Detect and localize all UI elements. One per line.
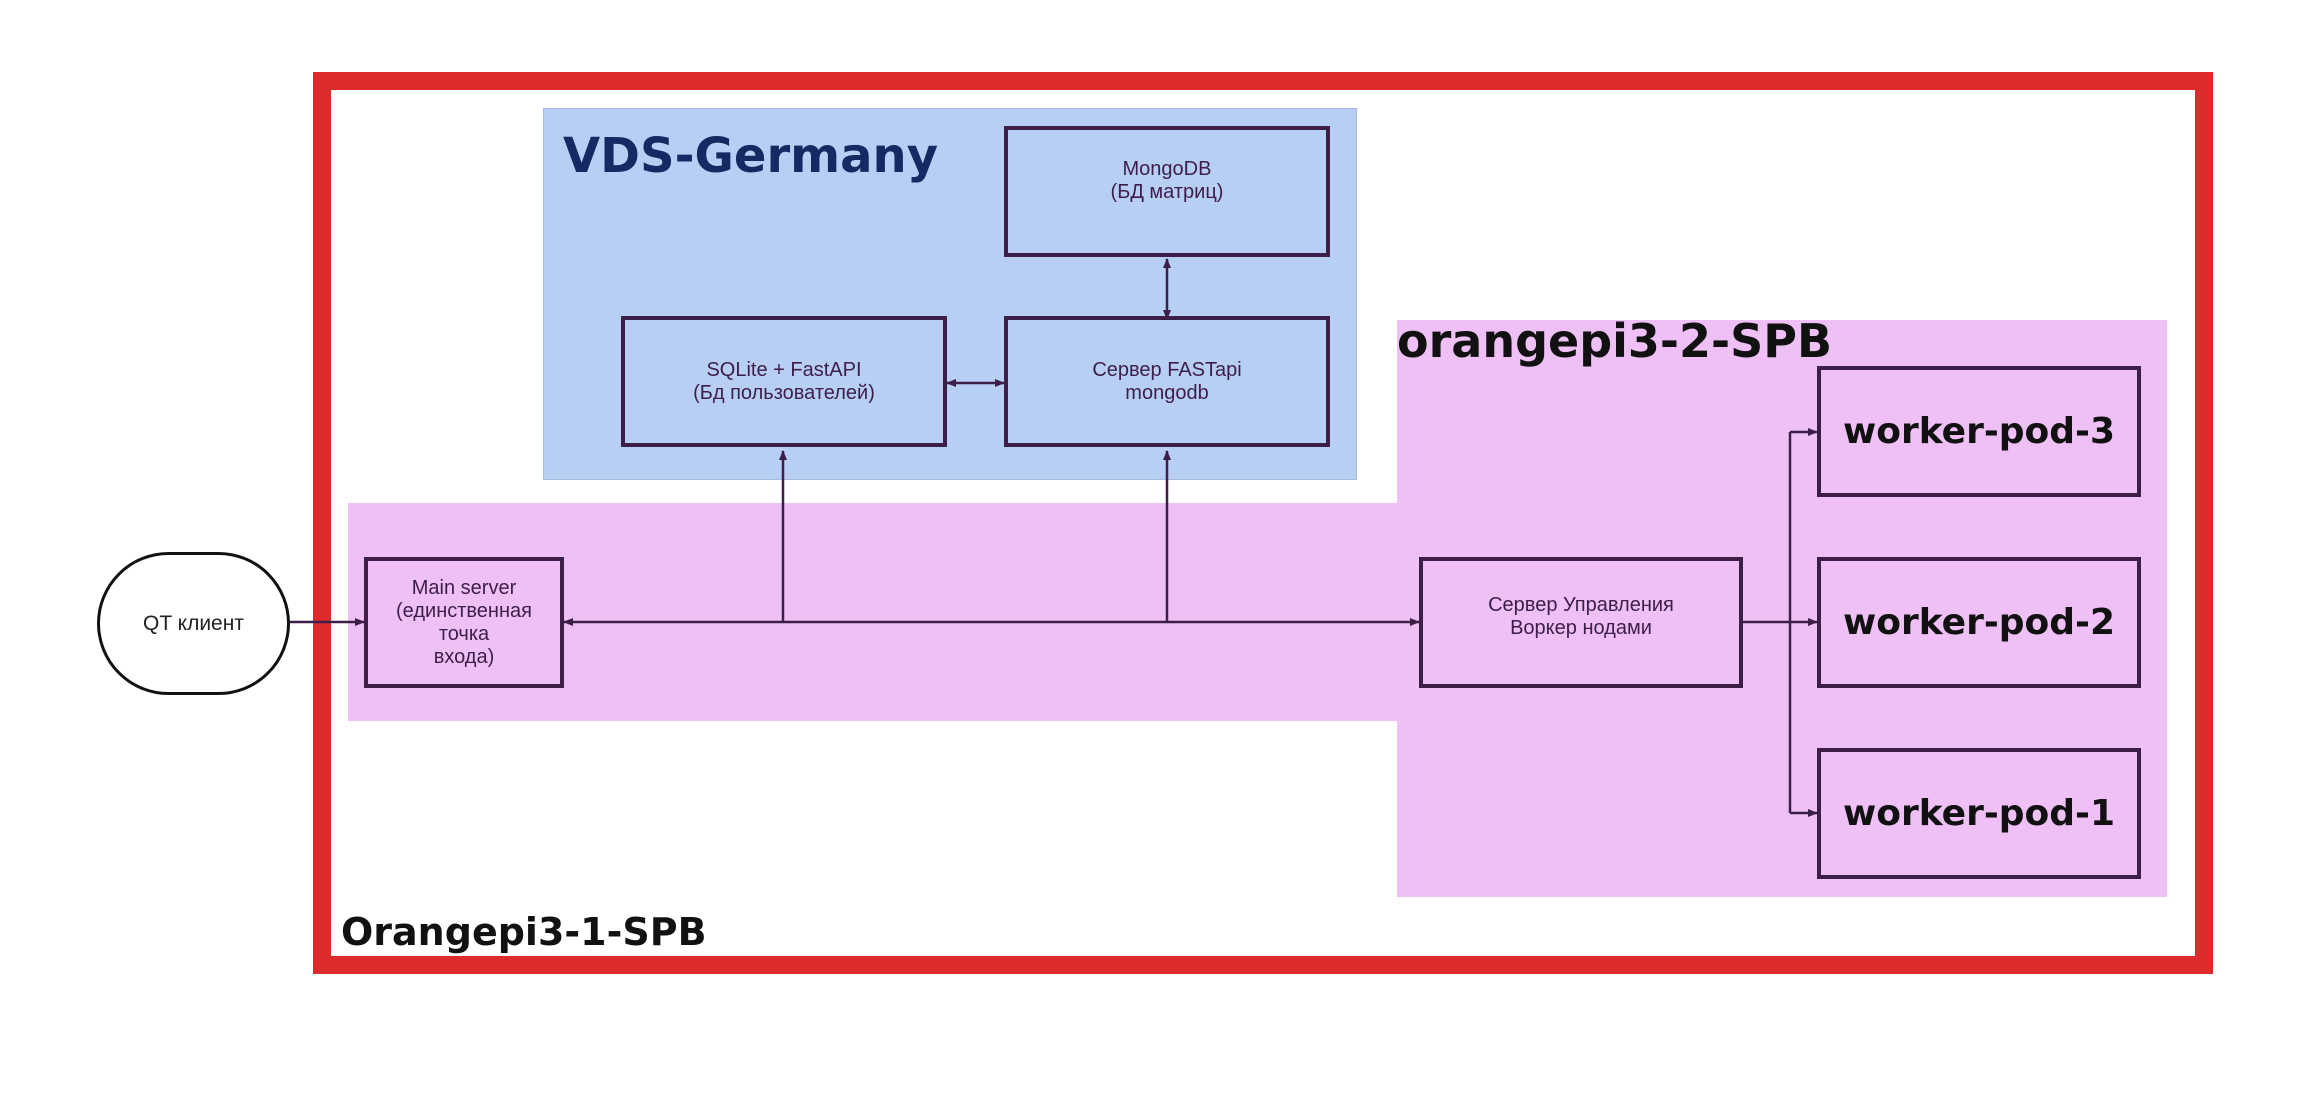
qt-client-node: QT клиент [97, 552, 290, 695]
main-server-node: Main server (единственная точка входа) [364, 557, 564, 688]
control-server-node: Сервер Управления Воркер нодами [1419, 557, 1743, 688]
orangepi3-1-frame [313, 72, 2213, 974]
sqlite-fastapi-node: SQLite + FastAPI (Бд пользователей) [621, 316, 947, 447]
worker-pod-2-node: worker-pod-2 [1817, 557, 2141, 688]
mongodb-node: MongoDB (БД матриц) [1004, 126, 1330, 257]
orangepi3-1-label: Orangepi3-1-SPB [341, 910, 707, 954]
fastapi-server-node: Сервер FASTapi mongodb [1004, 316, 1330, 447]
orangepi3-2-label: orangepi3-2-SPB [1397, 314, 1833, 368]
vds-germany-label: VDS-Germany [563, 128, 938, 184]
worker-pod-3-node: worker-pod-3 [1817, 366, 2141, 497]
vds-germany-region [543, 108, 1357, 480]
orangepi3-2-region [1397, 320, 2167, 897]
worker-pod-1-node: worker-pod-1 [1817, 748, 2141, 879]
